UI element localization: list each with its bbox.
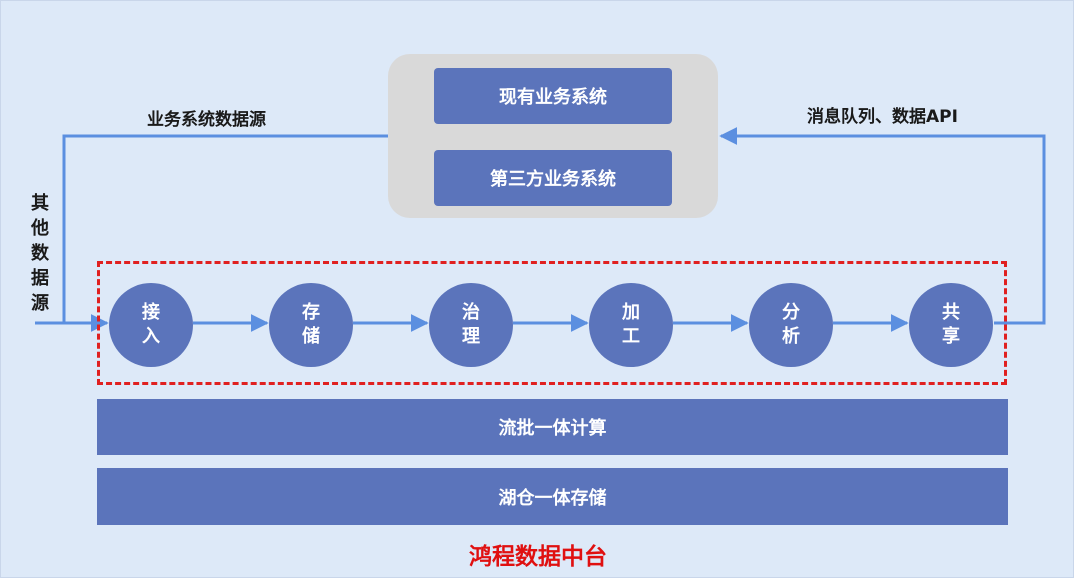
step-sharing-label: 共享 <box>942 302 960 347</box>
step-governance-label: 治理 <box>462 302 480 347</box>
business-source-label: 业务系统数据源 <box>147 110 266 130</box>
step-analysis-label: 分析 <box>782 302 800 347</box>
existing-system-node: 现有业务系统 <box>434 68 672 124</box>
pipeline-highlight-frame <box>97 261 1007 385</box>
step-sharing: 共享 <box>909 283 993 367</box>
step-intake: 接入 <box>109 283 193 367</box>
other-source-label: 其他数据源 <box>31 193 49 314</box>
step-processing-label: 加工 <box>622 302 640 347</box>
arrow-share-to-systems <box>719 127 1046 325</box>
storage-layer-bar: 湖仓一体存储 <box>97 468 1008 525</box>
step-storage: 存储 <box>269 283 353 367</box>
step-intake-label: 接入 <box>142 302 160 347</box>
step-analysis: 分析 <box>749 283 833 367</box>
queue-api-label: 消息队列、数据API <box>807 107 958 127</box>
step-processing: 加工 <box>589 283 673 367</box>
step-governance: 治理 <box>429 283 513 367</box>
step-storage-label: 存储 <box>302 302 320 347</box>
platform-title: 鸿程数据中台 <box>469 544 607 570</box>
compute-layer-bar: 流批一体计算 <box>97 399 1008 455</box>
third-party-system-node: 第三方业务系统 <box>434 150 672 206</box>
